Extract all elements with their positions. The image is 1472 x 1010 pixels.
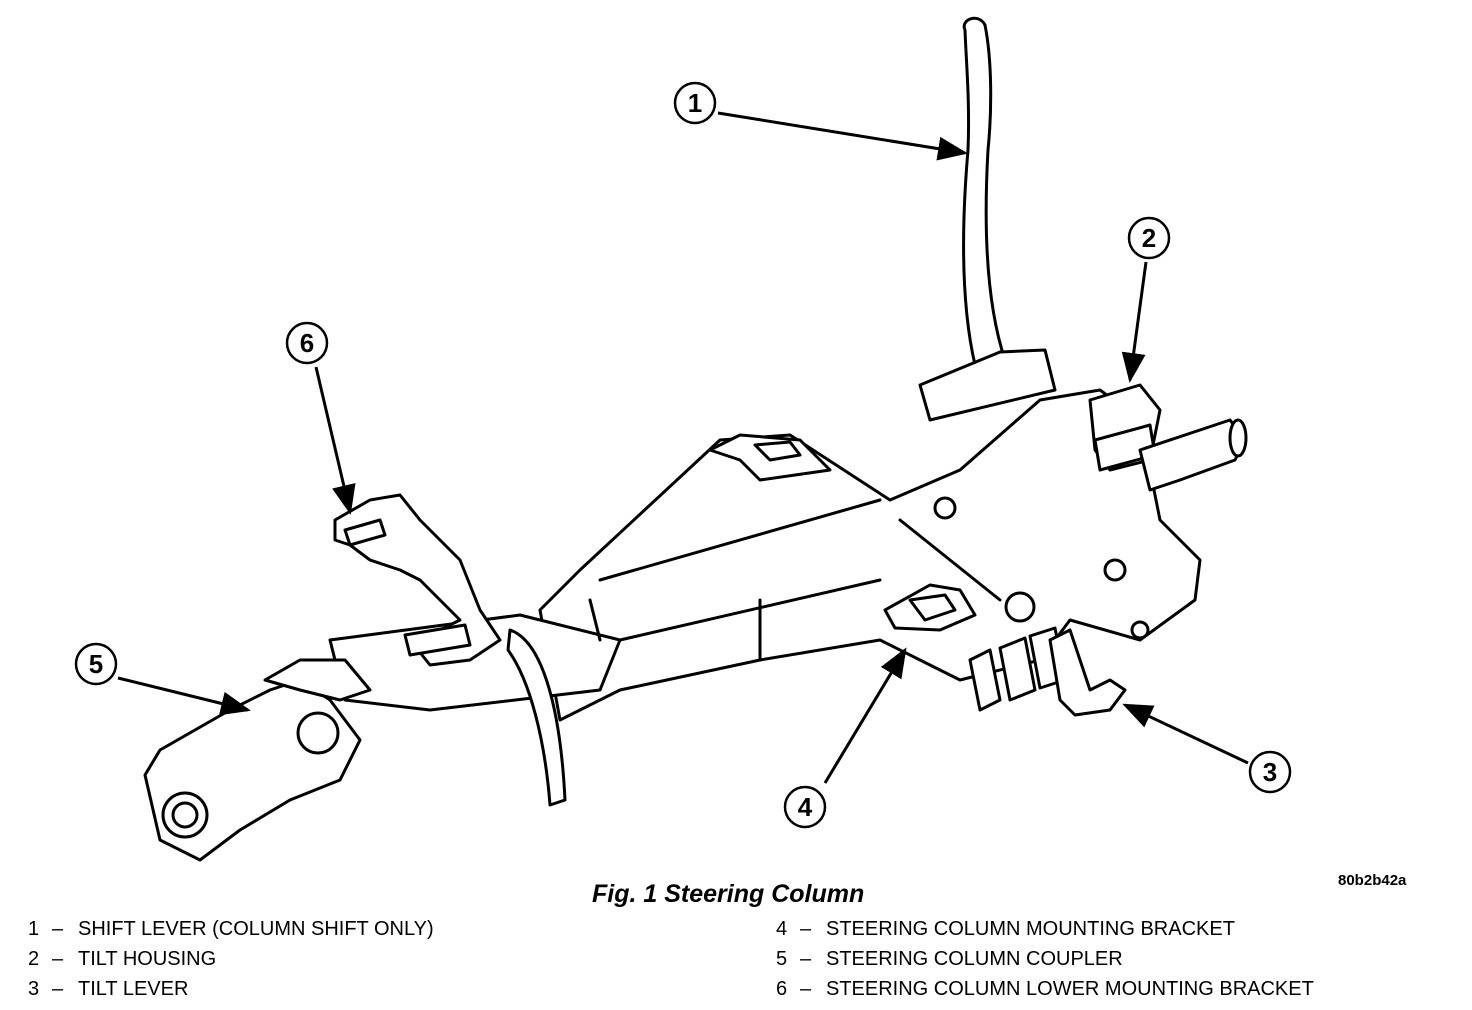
legend-item-1: 1–SHIFT LEVER (COLUMN SHIFT ONLY) xyxy=(28,914,434,944)
legend-item-6: 6–STEERING COLUMN LOWER MOUNTING BRACKET xyxy=(776,974,1314,1004)
legend-number: 6 xyxy=(776,978,788,1000)
callout-4: 4 xyxy=(783,785,827,829)
figure-id-code: 80b2b42a xyxy=(1338,872,1407,889)
callout-arrow-1 xyxy=(717,111,968,161)
steering-column-drawing xyxy=(143,16,1248,862)
legend-left-column: 1–SHIFT LEVER (COLUMN SHIFT ONLY) 2–TILT… xyxy=(28,914,434,1004)
legend-dash: – xyxy=(52,918,64,940)
callout-3-number: 3 xyxy=(1263,757,1277,787)
callout-6: 6 xyxy=(285,321,329,365)
legend-label: TILT HOUSING xyxy=(78,948,217,970)
legend-item-4: 4–STEERING COLUMN MOUNTING BRACKET xyxy=(776,914,1314,944)
callout-1-number: 1 xyxy=(688,88,702,118)
callout-1: 1 xyxy=(673,81,717,125)
callout-5: 5 xyxy=(74,642,118,686)
callout-arrows xyxy=(117,111,1249,784)
callout-2: 2 xyxy=(1127,216,1171,260)
callout-arrow-4 xyxy=(823,647,907,784)
steering-column-illustration: 1 2 3 4 5 6 xyxy=(74,16,1292,862)
callout-6-number: 6 xyxy=(300,328,314,358)
legend-dash: – xyxy=(800,978,812,1000)
legend-dash: – xyxy=(52,978,64,1000)
tilt-lever xyxy=(1048,628,1127,717)
callout-arrow-6 xyxy=(314,366,356,515)
legend-label: STEERING COLUMN MOUNTING BRACKET xyxy=(826,918,1235,940)
legend-label: SHIFT LEVER (COLUMN SHIFT ONLY) xyxy=(78,918,434,940)
legend-label: TILT LEVER xyxy=(78,978,189,1000)
legend-item-2: 2–TILT HOUSING xyxy=(28,944,434,974)
legend-number: 2 xyxy=(28,948,40,970)
legend-number: 4 xyxy=(776,918,788,940)
callout-2-number: 2 xyxy=(1142,223,1156,253)
callout-arrow-5 xyxy=(117,676,251,716)
legend-right-column: 4–STEERING COLUMN MOUNTING BRACKET 5–STE… xyxy=(776,914,1314,1004)
legend-number: 1 xyxy=(28,918,40,940)
legend-number: 5 xyxy=(776,948,788,970)
callout-5-number: 5 xyxy=(89,649,103,679)
legend-dash: – xyxy=(800,948,812,970)
shift-lever xyxy=(962,16,1007,367)
legend-label: STEERING COLUMN COUPLER xyxy=(826,948,1123,970)
legend-label: STEERING COLUMN LOWER MOUNTING BRACKET xyxy=(826,978,1314,1000)
legend-item-5: 5–STEERING COLUMN COUPLER xyxy=(776,944,1314,974)
legend-item-3: 3–TILT LEVER xyxy=(28,974,434,1004)
legend-number: 3 xyxy=(28,978,40,1000)
figure-caption: Fig. 1 Steering Column xyxy=(592,880,865,908)
callout-3: 3 xyxy=(1248,750,1292,794)
callout-arrow-2 xyxy=(1121,261,1148,383)
callout-markers: 1 2 3 4 5 6 xyxy=(74,81,1292,829)
callout-arrow-3 xyxy=(1122,703,1249,765)
legend-dash: – xyxy=(52,948,64,970)
callout-4-number: 4 xyxy=(798,792,813,822)
legend-dash: – xyxy=(800,918,812,940)
